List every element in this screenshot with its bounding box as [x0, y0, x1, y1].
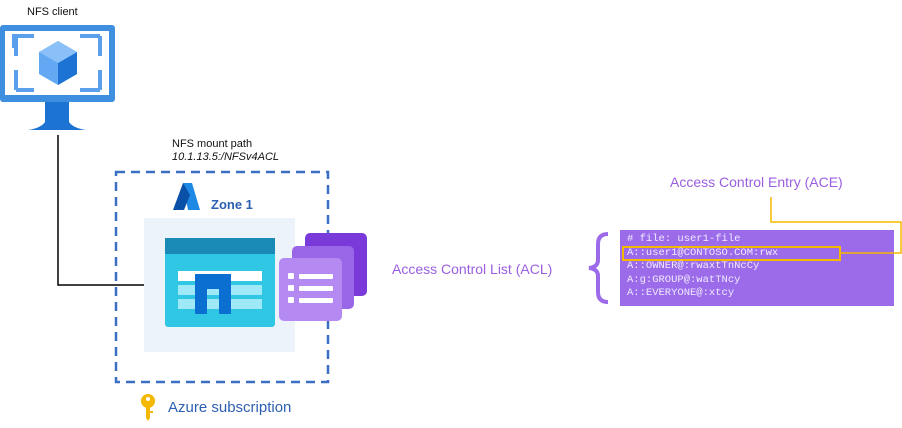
mount-label: NFS mount path — [172, 138, 253, 150]
acl-line: # file: user1-file — [627, 233, 741, 245]
acl-line: A::user1@CONTOSO.COM:rwx — [627, 246, 779, 259]
acl-line: A:g:GROUP@:watTNcy — [627, 273, 741, 286]
acl-line: A::EVERYONE@:xtcy — [627, 287, 735, 299]
zone-label: Zone 1 — [211, 197, 253, 212]
key-icon — [141, 394, 155, 421]
acl-brace — [588, 232, 609, 304]
ace-pointer-line — [770, 197, 902, 254]
client-label: NFS client — [27, 6, 78, 18]
mount-path: 10.1.13.5:/NFSv4ACL — [172, 151, 280, 163]
acl-line: A::OWNER@:rwaxtTnNcCy — [627, 260, 760, 272]
acl-entries: # file: user1-file A::user1@CONTOSO.COM:… — [627, 233, 778, 301]
acl-box — [620, 230, 894, 306]
ace-label: Access Control Entry (ACE) — [670, 174, 843, 190]
snapshot-stack-icon — [279, 233, 367, 321]
netapp-volume-icon — [165, 238, 275, 327]
subscription-label: Azure subscription — [168, 399, 292, 416]
acl-label: Access Control List (ACL) — [392, 261, 553, 277]
connector-line — [57, 135, 144, 286]
virtual-machine-icon — [0, 25, 115, 130]
azure-logo-icon — [173, 183, 200, 210]
